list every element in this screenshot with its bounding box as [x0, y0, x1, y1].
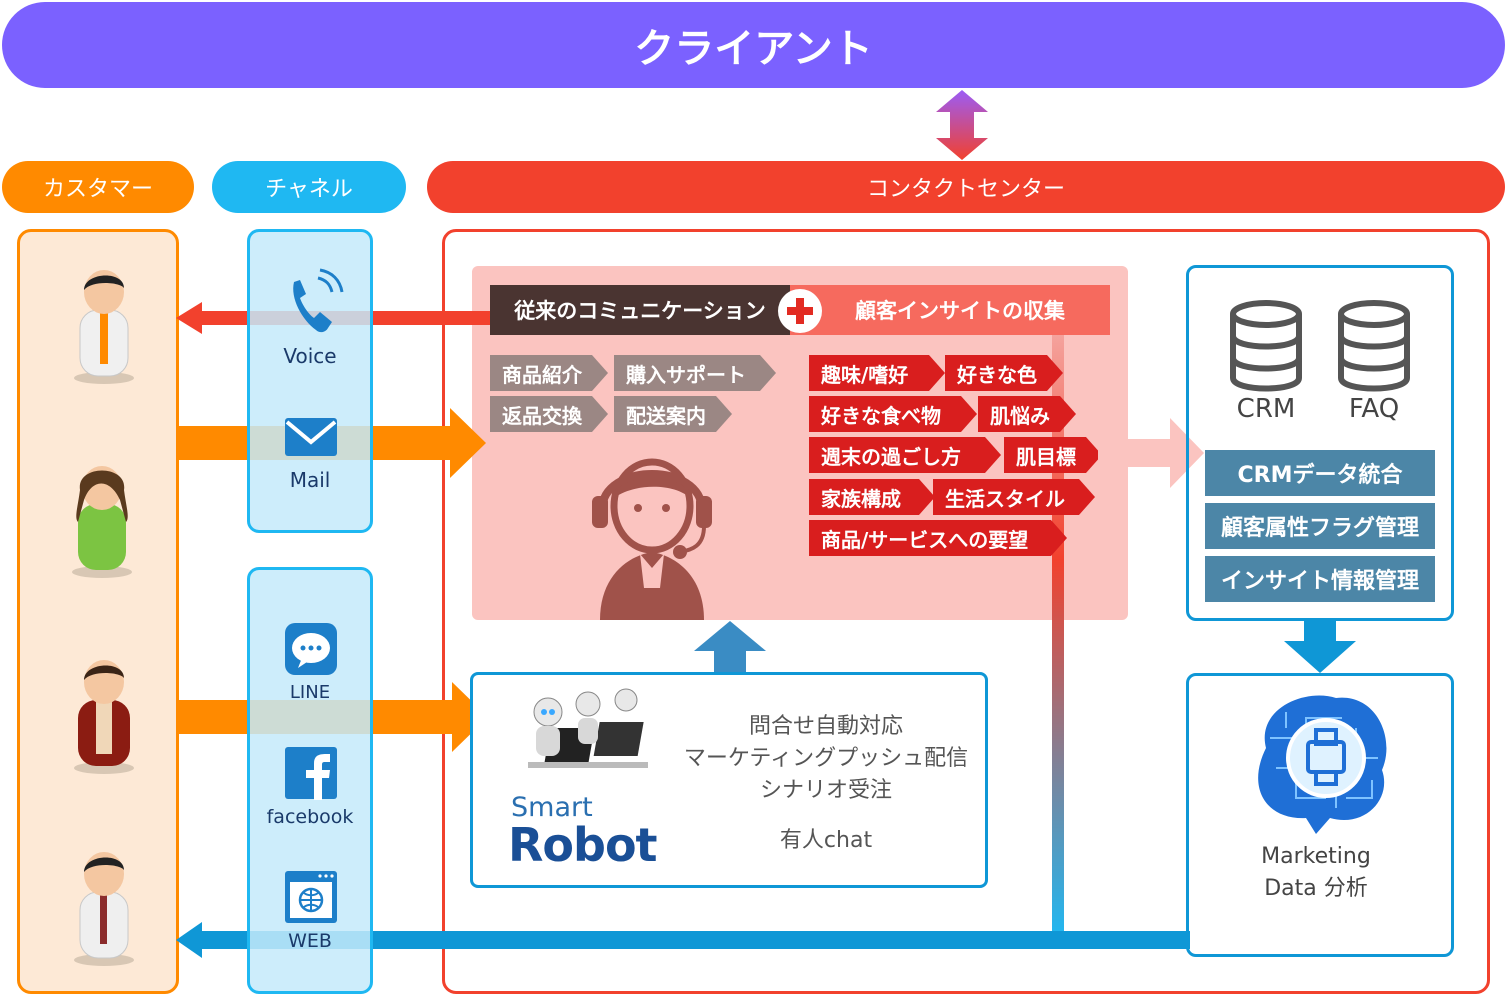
- line-icon: [285, 623, 337, 675]
- crm-to-marketing-arrow-icon: [1284, 621, 1356, 673]
- tag-weekend: 週末の過ごし方: [809, 437, 1001, 473]
- tag-skin-concern-label: 肌悩み: [990, 403, 1050, 428]
- crm-integration-bar: CRMデータ統合: [1205, 450, 1435, 496]
- line-label: LINE: [289, 682, 331, 703]
- tag-favorite-color: 好きな色: [945, 355, 1063, 391]
- crm-database-icon: [1230, 300, 1302, 392]
- tag-product-intro-label: 商品紹介: [502, 362, 582, 387]
- customer-avatar-2: [72, 466, 132, 578]
- traditional-communication-header: 従来のコミュニケーション: [490, 285, 790, 335]
- robot-feature-1: 問合せ自動対応: [748, 714, 903, 739]
- tag-purchase-support-label: 購入サポート: [626, 362, 746, 387]
- tag-skin-goal-label: 肌目標: [1016, 444, 1076, 469]
- tag-favorite-food-label: 好きな食べ物: [821, 403, 941, 428]
- marketing-line1: Marketing: [1261, 844, 1371, 869]
- channel-header: チャネル: [212, 161, 406, 213]
- client-banner: クライアント: [2, 2, 1505, 88]
- traditional-communication-label: 従来のコミュニケーション: [514, 299, 766, 323]
- attribute-flag-label: 顧客属性フラグ管理: [1220, 516, 1419, 541]
- robot-feature-2: マーケティングプッシュ配信: [683, 746, 969, 771]
- tag-hobby: 趣味/嗜好: [809, 355, 945, 391]
- customer-avatar-4: [74, 852, 134, 966]
- robot-manned-chat: 有人chat: [779, 828, 873, 853]
- tag-delivery-info-label: 配送案内: [626, 403, 706, 428]
- tag-family: 家族構成: [809, 479, 935, 515]
- web-icon: [285, 871, 337, 923]
- tag-delivery-info: 配送案内: [614, 396, 732, 432]
- tag-purchase-support: 購入サポート: [614, 355, 776, 391]
- customer-header-label: カスタマー: [42, 177, 153, 202]
- attribute-flag-bar: 顧客属性フラグ管理: [1205, 503, 1435, 549]
- contact-center-header-label: コンタクトセンター: [866, 177, 1065, 202]
- faq-database-icon: [1338, 300, 1410, 392]
- smart-robot-brand-top: Smart: [511, 792, 593, 823]
- tag-requests-label: 商品/サービスへの要望: [821, 527, 1029, 552]
- tag-return-exchange: 返品交換: [490, 396, 608, 432]
- insight-info-bar: インサイト情報管理: [1205, 556, 1435, 602]
- tag-product-intro: 商品紹介: [490, 355, 608, 391]
- web-label: WEB: [288, 930, 332, 952]
- insight-label: 顧客インサイトの収集: [855, 299, 1065, 323]
- facebook-label: facebook: [266, 806, 354, 828]
- crm-integration-label: CRMデータ統合: [1237, 463, 1403, 488]
- insight-info-label: インサイト情報管理: [1220, 569, 1419, 594]
- marketing-to-customer-arrow-icon: [176, 922, 1190, 958]
- client-label: クライアント: [634, 26, 873, 72]
- tag-hobby-label: 趣味/嗜好: [821, 362, 909, 387]
- tag-requests: 商品/サービスへの要望: [809, 520, 1067, 556]
- mail-label: Mail: [289, 468, 331, 492]
- robot-to-operator-arrow-icon: [694, 621, 766, 673]
- robots-icon: [528, 688, 648, 768]
- ai-brain-icon: [1258, 695, 1387, 834]
- contact-center-header: コンタクトセンター: [427, 161, 1505, 213]
- smart-robot-panel: [470, 672, 988, 888]
- customer-header: カスタマー: [2, 161, 194, 213]
- tag-lifestyle: 生活スタイル: [933, 479, 1095, 515]
- channel-panel-top: Voice Mail: [247, 229, 373, 533]
- customer-avatar-3: [74, 660, 134, 774]
- tag-skin-concern: 肌悩み: [978, 396, 1076, 432]
- plus-icon: [778, 289, 822, 333]
- marketing-line2: Data 分析: [1264, 876, 1368, 901]
- mail-icon: [285, 418, 337, 456]
- tag-lifestyle-label: 生活スタイル: [945, 486, 1065, 511]
- crm-label: CRM: [1236, 394, 1296, 424]
- tag-skin-goal: 肌目標: [1004, 437, 1102, 473]
- client-sync-arrow-icon: [936, 90, 988, 160]
- channel-panel-bottom: LINE facebook WEB: [247, 567, 373, 994]
- customer-avatar-1: [74, 270, 134, 384]
- operator-icon: [592, 458, 712, 620]
- contact-center-panel: [442, 229, 1490, 994]
- smart-robot-brand-main: Robot: [508, 818, 658, 872]
- robot-feature-3: シナリオ受注: [759, 778, 892, 803]
- tag-favorite-food: 好きな食べ物: [809, 396, 977, 432]
- phone-icon: [293, 268, 344, 333]
- tag-favorite-color-label: 好きな色: [957, 362, 1037, 387]
- facebook-icon: [285, 747, 337, 800]
- insight-header: 顧客インサイトの収集: [790, 285, 1110, 335]
- data-store-panel: [1186, 265, 1454, 621]
- tag-family-label: 家族構成: [821, 486, 901, 511]
- faq-label: FAQ: [1348, 394, 1400, 424]
- channel-header-label: チャネル: [265, 177, 353, 202]
- tag-weekend-label: 週末の過ごし方: [821, 444, 961, 469]
- voice-label: Voice: [283, 344, 337, 368]
- tag-return-exchange-label: 返品交換: [502, 403, 582, 428]
